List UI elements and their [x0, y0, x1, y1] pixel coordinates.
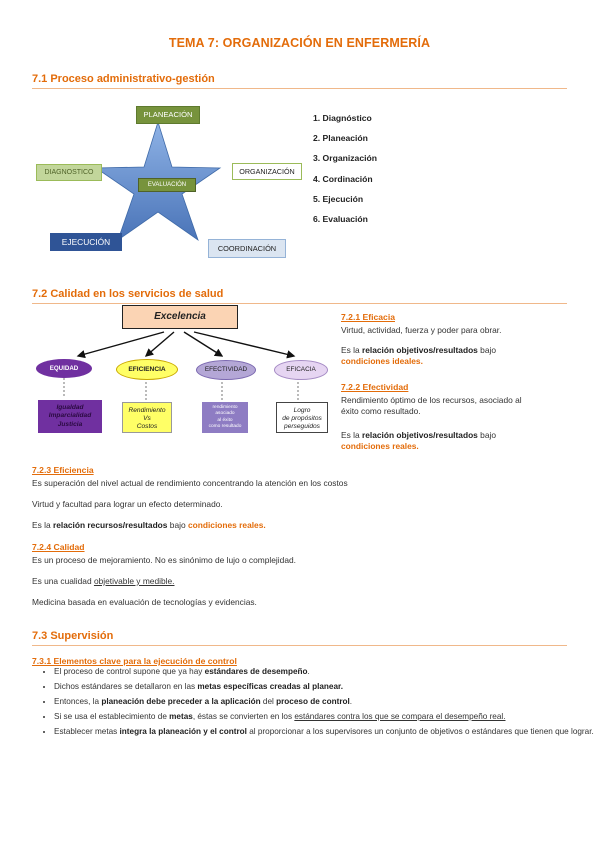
tree-node-eficiencia: EFICIENCIA — [116, 359, 178, 380]
supervision-bullets: El proceso de control supone que ya hay … — [18, 666, 599, 741]
efectividad-text-2: Es la relación objetivos/resultados bajo… — [341, 430, 497, 451]
tree-arrow — [193, 331, 296, 359]
list-item: Dichos estándares se detallaron en las m… — [54, 681, 599, 693]
tree-arrow — [144, 331, 175, 357]
tree-box-eficacia: Logro de propósitos perseguidos — [276, 402, 328, 433]
list-item: 5. Ejecución — [313, 193, 364, 204]
quality-tree-diagram: Excelencia EQUIDAD EFICIENCIA EFECTIVIDA… — [36, 304, 332, 434]
tree-arrow — [183, 331, 224, 357]
efectividad-text-1: Rendimiento óptimo de los recursos, asoc… — [341, 395, 522, 416]
section-7-3-heading: 7.3 Supervisión — [32, 630, 114, 642]
process-steps-list: 1. Diagnóstico 2. Planeación 3. Organiza… — [313, 113, 377, 234]
eficiencia-heading: 7.2.3 Eficiencia — [32, 465, 94, 475]
tree-node-equidad: EQUIDAD — [36, 359, 92, 378]
list-item: 6. Evaluación — [313, 213, 368, 224]
section-divider — [32, 645, 567, 646]
calidad-text-3: Medicina basada en evaluación de tecnolo… — [32, 597, 257, 607]
list-item: Si se usa el establecimiento de metas, é… — [54, 711, 599, 723]
administrative-process-diagram: PLANEACIÓN DIAGNOSTICO ORGANIZACIÓN EVAL… — [30, 102, 302, 262]
eficiencia-text-2: Virtud y facultad para lograr un efecto … — [32, 499, 223, 509]
list-item: 4. Cordinación — [313, 173, 373, 184]
tree-arrow — [76, 331, 165, 359]
tree-node-eficacia: EFICACIA — [274, 360, 328, 380]
list-item: El proceso de control supone que ya hay … — [54, 666, 599, 678]
section-7-2-heading: 7.2 Calidad en los servicios de salud — [32, 288, 224, 300]
list-item: 3. Organización — [313, 153, 377, 164]
section-divider — [32, 88, 567, 89]
eficacia-heading: 7.2.1 Eficacia — [341, 312, 395, 322]
document-title: TEMA 7: ORGANIZACIÓN EN ENFERMERÍA — [168, 36, 431, 50]
calidad-text-1: Es un proceso de mejoramiento. No es sin… — [32, 555, 296, 565]
eficiencia-text-3: Es la relación recursos/resultados bajo … — [32, 520, 266, 530]
supervision-subheading: 7.3.1 Elementos clave para la ejecución … — [32, 656, 237, 666]
diagram-evaluacion: EVALUACIÓN — [138, 178, 196, 192]
diagram-organizacion: ORGANIZACIÓN — [232, 163, 302, 180]
calidad-heading: 7.2.4 Calidad — [32, 542, 85, 552]
eficiencia-text-1: Es superación del nivel actual de rendim… — [32, 478, 348, 488]
eficacia-text-2: Es la relación objetivos/resultados bajo… — [341, 345, 497, 366]
tree-box-equidad: Igualdad Imparcialidad Justicia — [38, 400, 102, 433]
diagram-coordinacion: COORDINACIÓN — [208, 239, 286, 258]
calidad-text-2: Es una cualidad objetivable y medible. — [32, 576, 175, 586]
section-divider — [32, 303, 567, 304]
efectividad-heading: 7.2.2 Efectividad — [341, 382, 409, 392]
tree-node-efectividad: EFECTIVIDAD — [196, 360, 256, 380]
section-7-1-heading: 7.1 Proceso administrativo-gestión — [32, 73, 215, 85]
diagram-diagnostico: DIAGNOSTICO — [36, 164, 102, 181]
list-item: 2. Planeación — [313, 133, 368, 144]
diagram-planeacion: PLANEACIÓN — [136, 106, 200, 124]
tree-box-eficiencia: Rendimiento Vs Costos — [122, 402, 172, 433]
tree-root-excelencia: Excelencia — [122, 305, 238, 329]
eficacia-text-1: Virtud, actividad, fuerza y poder para o… — [341, 325, 502, 335]
list-item: Establecer metas integra la planeación y… — [54, 726, 599, 738]
list-item: 1. Diagnóstico — [313, 113, 372, 123]
list-item: Entonces, la planeación debe preceder a … — [54, 696, 599, 708]
diagram-ejecucion: EJECUCIÓN — [50, 233, 122, 251]
tree-box-efectividad: rendimiento asociado al éxito como resul… — [202, 402, 248, 433]
